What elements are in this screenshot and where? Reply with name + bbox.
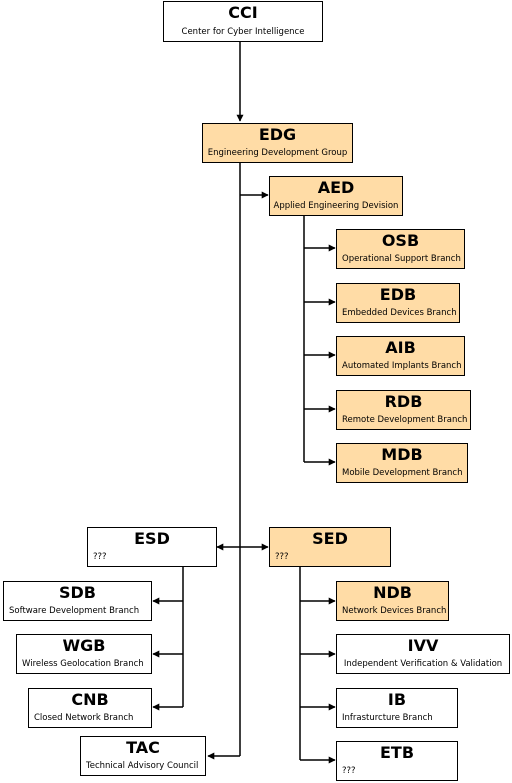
node-ivv-name: Independent Verification & Validation [343,659,503,669]
node-ivv: IVV Independent Verification & Validatio… [336,634,510,674]
node-ib: IB Infrasturcture Branch [336,688,458,728]
node-edb-name: Embedded Devices Branch [342,308,457,318]
node-edb-abbr: EDB [379,285,417,304]
node-tac-name: Technical Advisory Council [86,761,199,771]
node-rdb: RDB Remote Development Branch [336,390,471,430]
node-wgb: WGB Wireless Geolocation Branch [16,634,152,674]
node-edg-name: Engineering Development Group [207,148,348,158]
node-rdb-name: Remote Development Branch [342,415,468,425]
node-sdb-name: Software Development Branch [9,606,140,616]
node-etb: ETB ??? [336,741,458,781]
node-sed: SED ??? [269,527,391,567]
node-aed-name: Applied Engineering Devision [273,201,399,211]
node-osb-abbr: OSB [381,231,420,250]
node-ivv-abbr: IVV [407,636,439,655]
node-aib-abbr: AIB [385,338,416,357]
node-cnb: CNB Closed Network Branch [28,688,152,728]
node-cnb-abbr: CNB [71,690,109,709]
node-cci-abbr: CCI [228,3,258,22]
node-tac-abbr: TAC [126,738,160,757]
node-ndb-name: Network Devices Branch [342,606,447,616]
node-cci-name: Center for Cyber Intelligence [181,27,305,37]
node-ndb: NDB Network Devices Branch [336,581,449,621]
node-rdb-abbr: RDB [384,392,423,411]
node-sdb-abbr: SDB [59,583,96,602]
node-edg: EDG Engineering Development Group [202,123,353,163]
node-esd-name: ??? [93,552,107,562]
node-sed-abbr: SED [312,529,348,548]
node-sed-name: ??? [275,552,289,562]
node-edg-abbr: EDG [258,125,297,144]
node-edb: EDB Embedded Devices Branch [336,283,460,323]
node-esd: ESD ??? [87,527,217,567]
node-ib-abbr: IB [387,690,407,709]
node-aed: AED Applied Engineering Devision [269,176,403,216]
node-etb-abbr: ETB [379,743,415,762]
node-ndb-abbr: NDB [373,583,412,602]
node-sdb: SDB Software Development Branch [3,581,152,621]
node-aib: AIB Automated Implants Branch [336,336,465,376]
node-osb-name: Operational Support Branch [342,254,461,264]
node-tac: TAC Technical Advisory Council [80,736,206,776]
node-mdb: MDB Mobile Development Branch [336,443,468,483]
node-aib-name: Automated Implants Branch [342,361,462,371]
node-osb: OSB Operational Support Branch [336,229,465,269]
node-aed-abbr: AED [317,178,355,197]
node-ib-name: Infrasturcture Branch [342,713,433,723]
node-mdb-name: Mobile Development Branch [342,468,463,478]
node-esd-abbr: ESD [134,529,170,548]
node-etb-name: ??? [342,766,356,776]
node-wgb-abbr: WGB [62,636,106,655]
node-cnb-name: Closed Network Branch [34,713,134,723]
node-wgb-name: Wireless Geolocation Branch [22,659,144,669]
node-mdb-abbr: MDB [381,445,423,464]
node-cci: CCI Center for Cyber Intelligence [163,1,323,42]
